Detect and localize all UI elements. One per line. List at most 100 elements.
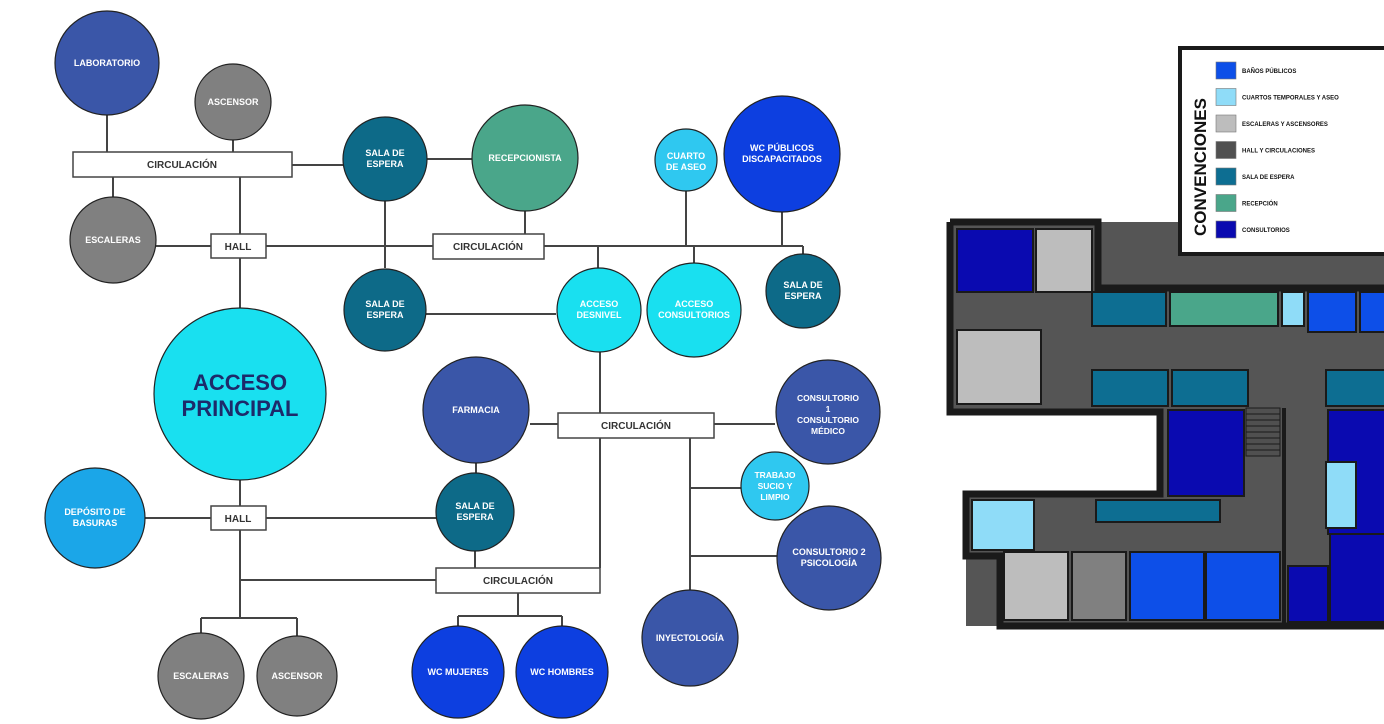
node-sala-espera-2: SALA DE ESPERA [343, 268, 427, 352]
svg-text:ESPERA: ESPERA [784, 291, 822, 301]
plan-room-banos-b [1359, 291, 1384, 333]
legend-label: HALL Y CIRCULACIONES [1242, 149, 1315, 155]
legend-swatch [1215, 141, 1237, 159]
svg-text:TRABAJO: TRABAJO [754, 470, 795, 480]
svg-text:ESPERA: ESPERA [366, 159, 404, 169]
svg-text:CIRCULACIÓN: CIRCULACIÓN [483, 574, 553, 587]
svg-text:CONSULTORIO: CONSULTORIO [797, 393, 859, 403]
plan-room-escaleras-a [1035, 228, 1093, 293]
svg-text:ESCALERAS: ESCALERAS [85, 235, 141, 245]
legend-item: CUARTOS TEMPORALES Y ASEO [1215, 88, 1339, 106]
legend-label: BAÑOS PÚBLICOS [1242, 68, 1296, 75]
node-wc-publicos: WC PÚBLICOS DISCAPACITADOS [723, 95, 841, 213]
node-acceso-desnivel: ACCESO DESNIVEL [556, 267, 642, 353]
legend-items: BAÑOS PÚBLICOS CUARTOS TEMPORALES Y ASEO E… [1215, 61, 1339, 239]
legend-label: ESCALERAS Y ASCENSORES [1242, 122, 1328, 128]
legend-item: HALL Y CIRCULACIONES [1215, 141, 1315, 159]
svg-text:LABORATORIO: LABORATORIO [74, 58, 140, 68]
svg-text:WC MUJERES: WC MUJERES [427, 667, 488, 677]
svg-text:1: 1 [826, 404, 831, 414]
plan-room-banos-a [1307, 291, 1357, 333]
svg-text:DEPÓSITO DE: DEPÓSITO DE [64, 506, 125, 517]
svg-text:SALA DE: SALA DE [783, 280, 822, 290]
svg-text:DISCAPACITADOS: DISCAPACITADOS [742, 154, 822, 164]
node-farmacia: FARMACIA [422, 356, 530, 464]
svg-text:CIRCULACIÓN: CIRCULACIÓN [453, 240, 523, 253]
legend-swatch [1215, 220, 1237, 239]
svg-text:CONSULTORIO: CONSULTORIO [797, 415, 859, 425]
svg-text:LIMPIO: LIMPIO [760, 492, 790, 502]
svg-text:HALL: HALL [225, 242, 252, 253]
svg-text:SUCIO Y: SUCIO Y [758, 481, 793, 491]
plan-room-escaleras-b [956, 329, 1042, 405]
hall-box-1: HALL [210, 233, 267, 259]
plan-room-recepcion [1169, 291, 1279, 327]
node-escaleras-bottom: ESCALERAS [157, 632, 245, 720]
svg-text:CONSULTORIO 2: CONSULTORIO 2 [792, 547, 865, 557]
legend-label: RECEPCIÓN [1242, 200, 1278, 208]
node-wc-hombres: WC HOMBRES [515, 625, 609, 719]
legend-label: CONSULTORIOS [1242, 228, 1290, 234]
svg-text:MÉDICO: MÉDICO [811, 426, 845, 436]
plan-stairs [1245, 407, 1281, 457]
svg-text:SALA DE: SALA DE [365, 299, 404, 309]
node-cuarto-aseo: CUARTO DE ASEO [654, 128, 718, 192]
svg-text:DE ASEO: DE ASEO [666, 162, 706, 172]
connection-lines [106, 110, 804, 640]
node-consultorio-2: CONSULTORIO 2 PSICOLOGÍA [776, 505, 882, 611]
svg-text:WC PÚBLICOS: WC PÚBLICOS [750, 142, 814, 153]
svg-text:ACCESO: ACCESO [580, 299, 619, 309]
plan-room-aseo-c [971, 499, 1035, 551]
legend-item: BAÑOS PÚBLICOS [1215, 61, 1296, 80]
plan-room-consultorio-d [1287, 565, 1329, 623]
node-acceso-principal: ACCESO PRINCIPAL [153, 307, 327, 481]
floor-plan [946, 218, 1384, 630]
svg-text:ESPERA: ESPERA [456, 512, 494, 522]
svg-text:DESNIVEL: DESNIVEL [576, 310, 622, 320]
plan-room-banos-c [1129, 551, 1205, 621]
plan-room-aseo-a [1281, 291, 1305, 327]
svg-text:ACCESO: ACCESO [675, 299, 714, 309]
node-escaleras-top: ESCALERAS [69, 196, 157, 284]
plan-room-consultorio-e [1329, 533, 1384, 623]
plan-room-consultorio-a [956, 228, 1034, 293]
circulacion-box-1: CIRCULACIÓN [72, 151, 293, 178]
legend-item: SALA DE ESPERA [1215, 167, 1295, 186]
svg-text:INYECTOLOGÍA: INYECTOLOGÍA [656, 633, 725, 643]
circulacion-box-3: CIRCULACIÓN [557, 412, 715, 439]
plan-room-espera-a [1091, 291, 1167, 327]
legend-item: RECEPCIÓN [1215, 194, 1278, 212]
svg-text:ASCENSOR: ASCENSOR [207, 97, 259, 107]
node-deposito-basuras: DEPÓSITO DE BASURAS [44, 467, 146, 569]
svg-text:BASURAS: BASURAS [73, 518, 118, 528]
legend-item: ESCALERAS Y ASCENSORES [1215, 114, 1328, 133]
plan-room-espera-c [1171, 369, 1249, 407]
node-ascensor-bottom: ASCENSOR [256, 635, 338, 717]
legend-swatch [1215, 194, 1237, 212]
node-sala-espera-3: SALA DE ESPERA [765, 253, 841, 329]
legend-frame [1178, 46, 1384, 256]
svg-text:CONSULTORIOS: CONSULTORIOS [658, 310, 730, 320]
legend-swatch [1215, 167, 1237, 186]
plan-room-espera-e [1095, 499, 1221, 523]
node-inyectologia: INYECTOLOGÍA [641, 589, 739, 687]
plan-room-ascensor [1071, 551, 1127, 621]
legend-label: SALA DE ESPERA [1242, 175, 1295, 181]
legend-swatch [1215, 61, 1237, 80]
node-ascensor-top: ASCENSOR [194, 63, 272, 141]
svg-text:RECEPCIONISTA: RECEPCIONISTA [488, 153, 562, 163]
node-sala-espera-4: SALA DE ESPERA [435, 472, 515, 552]
svg-text:PRINCIPAL: PRINCIPAL [182, 396, 299, 421]
node-trabajo-sucio: TRABAJO SUCIO Y LIMPIO [740, 451, 810, 521]
plan-room-consultorio-b [1167, 409, 1245, 497]
svg-text:HALL: HALL [225, 514, 252, 525]
legend-swatch [1215, 114, 1237, 133]
plan-room-escaleras-c [1003, 551, 1069, 621]
svg-text:ESPERA: ESPERA [366, 310, 404, 320]
svg-text:CUARTO: CUARTO [667, 151, 705, 161]
svg-text:WC HOMBRES: WC HOMBRES [530, 667, 594, 677]
svg-text:SALA DE: SALA DE [365, 148, 404, 158]
node-sala-espera-1: SALA DE ESPERA [342, 116, 428, 202]
